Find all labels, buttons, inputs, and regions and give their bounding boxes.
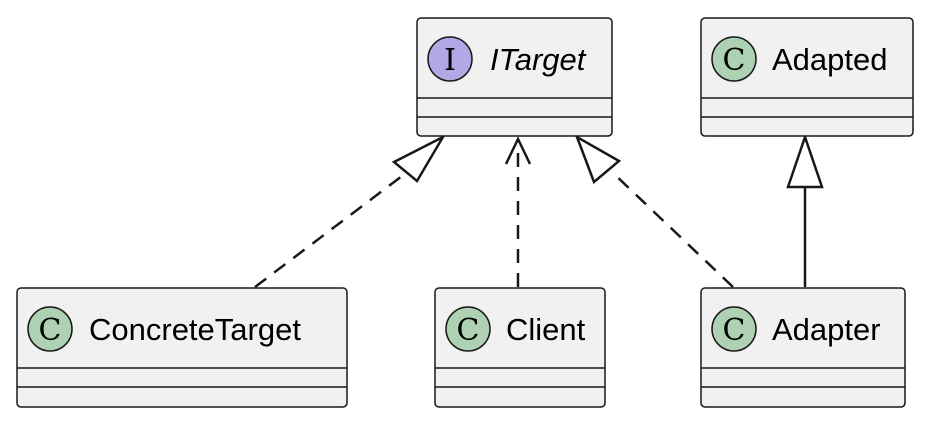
relations — [254, 133, 824, 288]
class-name: Adapter — [772, 312, 881, 347]
class-name: ConcreteTarget — [89, 312, 301, 347]
class-box-adapter[interactable]: C Adapter — [700, 287, 906, 408]
class-box-concretetarget[interactable]: C ConcreteTarget — [16, 287, 348, 408]
realization-arrowhead-adapter — [574, 134, 622, 185]
realization-edge-concretetarget-itarget — [254, 169, 411, 288]
class-name: ITarget — [490, 42, 587, 77]
class-name: Client — [506, 312, 586, 347]
class-stereotype-icon — [711, 306, 757, 352]
class-stereotype-icon — [27, 306, 73, 352]
realization-edge-adapter-itarget — [611, 171, 734, 288]
class-box-itarget[interactable]: I ITarget — [416, 17, 613, 137]
stereotype-letter: C — [723, 313, 746, 348]
interface-stereotype-icon — [427, 36, 473, 82]
stereotype-letter: C — [39, 313, 62, 348]
stereotype-letter: C — [457, 313, 480, 348]
class-box-client[interactable]: C Client — [434, 287, 606, 408]
realization-arrowhead-concretetarget — [391, 133, 447, 183]
stereotype-letter: C — [723, 43, 746, 78]
inheritance-arrowhead-adapter — [786, 133, 824, 189]
class-stereotype-icon — [711, 36, 757, 82]
class-name: Adapted — [772, 42, 888, 77]
dependency-arrowhead-client — [504, 136, 532, 165]
class-stereotype-icon — [445, 306, 491, 352]
class-box-adapted[interactable]: C Adapted — [700, 17, 914, 137]
stereotype-letter: I — [444, 43, 456, 78]
